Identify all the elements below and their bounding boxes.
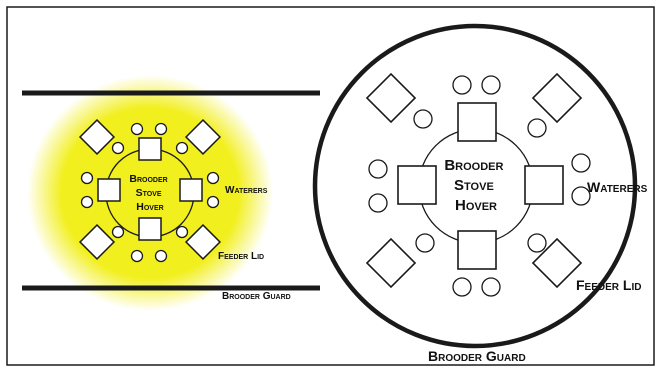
waterer [481, 75, 501, 95]
waterer [206, 195, 220, 209]
feeder-right [524, 165, 564, 205]
feeder-diag-bottom-left [365, 237, 417, 289]
waterer [413, 109, 433, 129]
right-feeder-lid-label: Feeder Lid [576, 277, 641, 293]
feeder-left [397, 165, 437, 205]
feeder-diag-top-right [531, 72, 583, 124]
feeder-diag-bottom-right [184, 223, 222, 261]
feeder-right [179, 178, 203, 202]
feeder-top [138, 137, 162, 161]
right-waterers-label: Waterers [587, 179, 648, 195]
waterer [154, 122, 168, 136]
feeder-diag-top-right [184, 118, 222, 156]
brooder-guard-ring [312, 23, 638, 349]
right-center-label: Brooder Stove Hover [444, 157, 507, 214]
right-brooder-diagram: Brooder Stove Hover Waterers Feeder Lid … [312, 23, 648, 364]
waterer [481, 277, 501, 297]
feeder-diag-top-left [78, 118, 116, 156]
feeder-left [97, 178, 121, 202]
waterer [130, 122, 144, 136]
waterer [368, 159, 388, 179]
feeder-diag-top-left [365, 72, 417, 124]
right-brooder-guard-label: Brooder Guard [428, 348, 526, 364]
waterer [452, 277, 472, 297]
left-waterers-label: Waterers [225, 185, 268, 196]
waterer [415, 233, 435, 253]
waterer [111, 141, 125, 155]
waterer [527, 118, 547, 138]
waterer [175, 225, 189, 239]
feeder-bottom [457, 230, 497, 270]
waterer [130, 249, 144, 263]
feeder-bottom [138, 217, 162, 241]
waterer [80, 195, 94, 209]
waterer [571, 153, 591, 173]
feeder-diag-bottom-left [78, 223, 116, 261]
waterer [206, 171, 220, 185]
left-brooder-diagram: Brooder Stove Hover Waterers Feeder Lid … [22, 75, 320, 311]
figure-frame [6, 6, 655, 366]
waterer [80, 171, 94, 185]
left-center-label: Brooder Stove Hover [129, 173, 170, 213]
left-feeder-lid-label: Feeder Lid [218, 251, 264, 262]
waterer [452, 75, 472, 95]
feeder-diag-bottom-right [531, 237, 583, 289]
left-brooder-guard-label: Brooder Guard [222, 291, 291, 302]
waterer [154, 249, 168, 263]
waterer [175, 141, 189, 155]
waterer [571, 186, 591, 206]
waterer [527, 233, 547, 253]
waterer [111, 225, 125, 239]
feeder-top [457, 102, 497, 142]
waterer [368, 193, 388, 213]
